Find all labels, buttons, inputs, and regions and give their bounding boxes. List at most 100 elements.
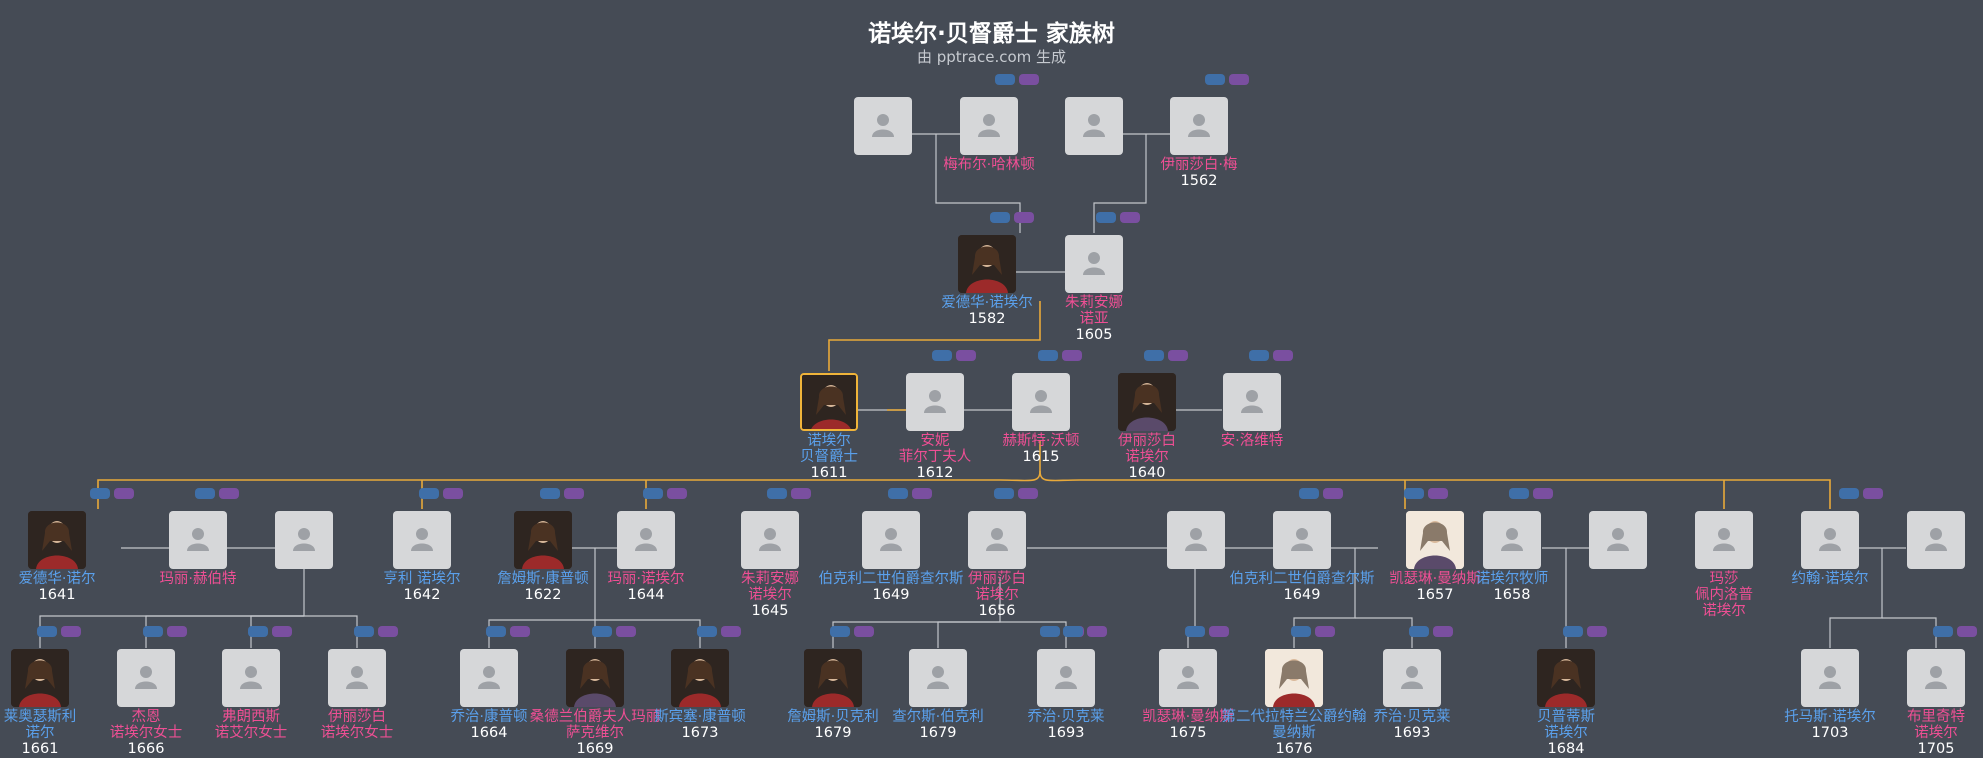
person-card[interactable] xyxy=(28,511,86,569)
person-name[interactable]: 伊丽莎白 xyxy=(1118,433,1176,449)
expand-descendants-button[interactable] xyxy=(272,626,292,637)
person-card[interactable] xyxy=(1801,511,1859,569)
person-name[interactable]: 桑德兰伯爵夫人玛丽 xyxy=(529,709,661,725)
expand-descendants-button[interactable] xyxy=(219,488,239,499)
expand-descendants-button[interactable] xyxy=(1168,350,1188,361)
person-card[interactable] xyxy=(1065,97,1123,155)
person-name[interactable]: 安妮 xyxy=(920,433,950,449)
expand-descendants-button[interactable] xyxy=(1433,626,1453,637)
person-card[interactable] xyxy=(1907,511,1965,569)
person-name[interactable]: 贝督爵士 xyxy=(800,449,858,465)
expand-descendants-button[interactable] xyxy=(1087,626,1107,637)
person-name[interactable]: 诺尔 xyxy=(25,725,55,741)
expand-descendants-button[interactable] xyxy=(1062,350,1082,361)
person-card[interactable] xyxy=(1265,649,1323,707)
expand-ancestors-button[interactable] xyxy=(1291,626,1311,637)
expand-descendants-button[interactable] xyxy=(1957,626,1977,637)
person-name[interactable]: 乔治·康普顿 xyxy=(450,709,528,725)
person-name[interactable]: 斯宾塞·康普顿 xyxy=(654,709,746,725)
expand-descendants-button[interactable] xyxy=(1315,626,1335,637)
expand-ancestors-button[interactable] xyxy=(1205,74,1225,85)
person-card[interactable] xyxy=(1223,373,1281,431)
expand-descendants-button[interactable] xyxy=(1323,488,1343,499)
person-card[interactable] xyxy=(958,235,1016,293)
person-card[interactable] xyxy=(1037,649,1095,707)
expand-descendants-button[interactable] xyxy=(854,626,874,637)
person-card[interactable] xyxy=(1589,511,1647,569)
expand-ancestors-button[interactable] xyxy=(1404,488,1424,499)
person-card[interactable] xyxy=(1406,511,1464,569)
person-card[interactable] xyxy=(1170,97,1228,155)
person-name[interactable]: 布里奇特 xyxy=(1907,709,1965,725)
person-name[interactable]: 佩内洛普 xyxy=(1695,587,1753,603)
person-card[interactable] xyxy=(1537,649,1595,707)
person-name[interactable]: 贝普蒂斯 xyxy=(1537,709,1595,725)
expand-descendants-button[interactable] xyxy=(114,488,134,499)
expand-descendants-button[interactable] xyxy=(510,626,530,637)
person-name[interactable]: 詹姆斯·康普顿 xyxy=(497,571,589,587)
expand-descendants-button[interactable] xyxy=(791,488,811,499)
expand-descendants-button[interactable] xyxy=(378,626,398,637)
expand-ancestors-button[interactable] xyxy=(195,488,215,499)
person-card[interactable] xyxy=(1383,649,1441,707)
expand-ancestors-button[interactable] xyxy=(1299,488,1319,499)
person-card[interactable] xyxy=(862,511,920,569)
expand-ancestors-button[interactable] xyxy=(1040,626,1060,637)
person-name[interactable]: 凯瑟琳·曼纳斯 xyxy=(1142,709,1234,725)
person-card[interactable] xyxy=(514,511,572,569)
person-name[interactable]: 查尔斯·伯克利 xyxy=(892,709,984,725)
person-name[interactable]: 菲尔丁夫人 xyxy=(898,449,972,465)
expand-descendants-button[interactable] xyxy=(1273,350,1293,361)
expand-ancestors-button[interactable] xyxy=(990,212,1010,223)
person-name[interactable]: 玛莎 xyxy=(1709,571,1739,587)
person-name[interactable]: 诺埃尔女士 xyxy=(320,725,394,741)
person-card[interactable] xyxy=(854,97,912,155)
person-name[interactable]: 爱德华·诺埃尔 xyxy=(941,295,1033,311)
person-card[interactable] xyxy=(968,511,1026,569)
expand-descendants-button[interactable] xyxy=(912,488,932,499)
expand-descendants-button[interactable] xyxy=(443,488,463,499)
expand-ancestors-button[interactable] xyxy=(354,626,374,637)
person-name[interactable]: 诺埃尔 xyxy=(1914,725,1958,741)
person-card[interactable] xyxy=(741,511,799,569)
person-name[interactable]: 乔治·贝克莱 xyxy=(1027,709,1105,725)
expand-descendants-button[interactable] xyxy=(667,488,687,499)
person-name[interactable]: 詹姆斯·贝克利 xyxy=(787,709,879,725)
person-card[interactable] xyxy=(11,649,69,707)
expand-ancestors-button[interactable] xyxy=(419,488,439,499)
person-name[interactable]: 乔治·贝克莱 xyxy=(1373,709,1451,725)
expand-ancestors-button[interactable] xyxy=(1249,350,1269,361)
person-name[interactable]: 诺亚 xyxy=(1079,311,1109,327)
person-card[interactable] xyxy=(460,649,518,707)
expand-descendants-button[interactable] xyxy=(564,488,584,499)
person-card[interactable] xyxy=(1159,649,1217,707)
person-name[interactable]: 诺埃尔 xyxy=(1702,603,1746,619)
person-name[interactable]: 亨利 诺埃尔 xyxy=(383,571,461,587)
expand-ancestors-button[interactable] xyxy=(995,74,1015,85)
expand-ancestors-button[interactable] xyxy=(540,488,560,499)
expand-ancestors-button[interactable] xyxy=(248,626,268,637)
person-name[interactable]: 玛丽·赫伯特 xyxy=(159,571,237,587)
person-name[interactable]: 梅布尔·哈林顿 xyxy=(943,157,1035,173)
expand-descendants-button[interactable] xyxy=(721,626,741,637)
person-card[interactable] xyxy=(169,511,227,569)
person-card[interactable] xyxy=(117,649,175,707)
person-card[interactable] xyxy=(1801,649,1859,707)
expand-ancestors-button[interactable] xyxy=(143,626,163,637)
expand-ancestors-button[interactable] xyxy=(643,488,663,499)
person-name[interactable]: 诺艾尔女士 xyxy=(214,725,288,741)
person-card[interactable] xyxy=(804,649,862,707)
expand-ancestors-button[interactable] xyxy=(90,488,110,499)
person-name[interactable]: 朱莉安娜 xyxy=(741,571,799,587)
expand-ancestors-button[interactable] xyxy=(1839,488,1859,499)
person-name[interactable]: 第二代拉特兰公爵约翰 xyxy=(1221,709,1367,725)
person-card[interactable] xyxy=(1695,511,1753,569)
person-card[interactable] xyxy=(222,649,280,707)
person-card[interactable] xyxy=(1907,649,1965,707)
expand-ancestors-button[interactable] xyxy=(1409,626,1429,637)
expand-descendants-button[interactable] xyxy=(956,350,976,361)
expand-descendants-button[interactable] xyxy=(1209,626,1229,637)
expand-ancestors-button[interactable] xyxy=(1038,350,1058,361)
expand-ancestors-button[interactable] xyxy=(697,626,717,637)
person-name[interactable]: 诺埃尔 xyxy=(748,587,792,603)
